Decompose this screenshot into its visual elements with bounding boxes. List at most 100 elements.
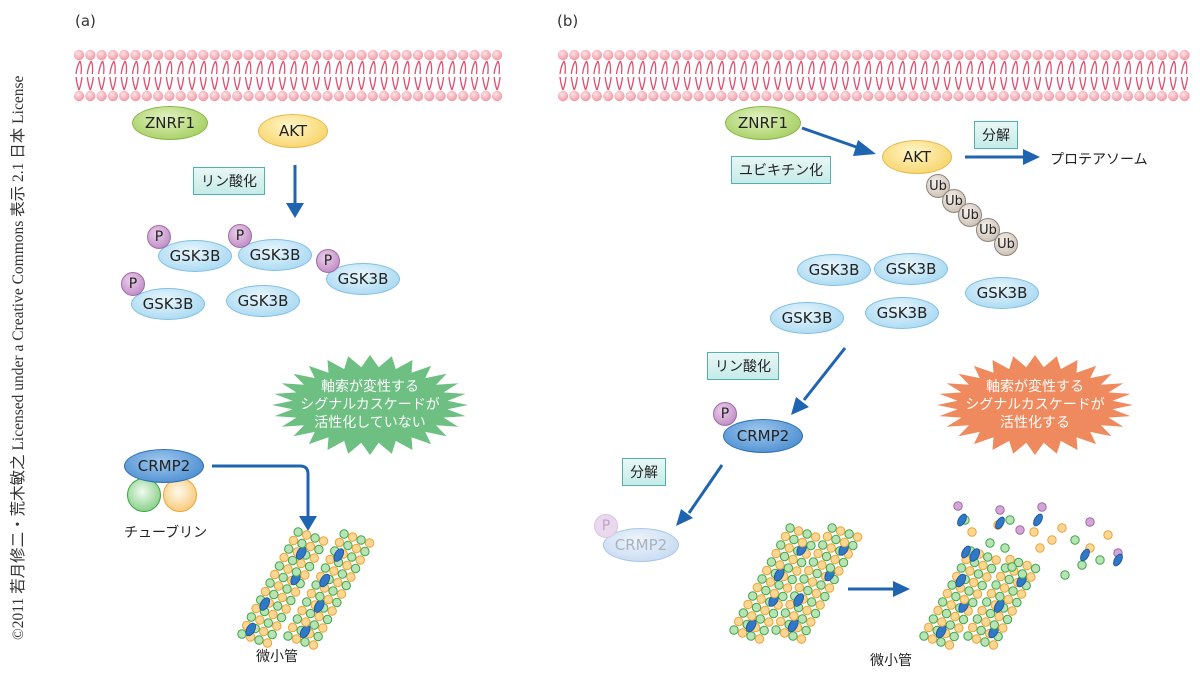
tubulin-beta-bead — [972, 589, 983, 599]
tubulin-beta-bead — [984, 628, 995, 639]
tubulin-beta-bead — [830, 554, 840, 565]
tubulin-alpha-bead — [304, 561, 315, 572]
tubulin-beta-bead — [316, 571, 326, 582]
tubulin-beta-bead — [807, 577, 818, 587]
tubulin-alpha-bead — [818, 540, 828, 550]
tubulin-alpha-bead — [983, 552, 993, 562]
arrow-crmp2-to-degraded-b — [676, 464, 724, 526]
tubulin-beta-bead — [287, 575, 297, 586]
tubulin-beta-bead — [810, 532, 821, 542]
proteasome-label: プロテアソーム — [1050, 152, 1148, 168]
tubulin-alpha-bead — [928, 614, 939, 624]
tubulin-beta-bead — [996, 571, 1006, 582]
tubulin-beta-bead — [764, 617, 774, 627]
phosphate-group-faded: P — [594, 514, 618, 538]
tubulin-beta-bead — [974, 549, 984, 559]
crmp2-bound — [299, 624, 311, 639]
tubulin-alpha-bead — [292, 614, 303, 624]
znrf1-label: ZNRF1 — [144, 114, 196, 132]
tubulin-beta-bead — [301, 530, 312, 540]
tubulin-beta-bead — [319, 583, 330, 593]
crmp2-bound — [259, 597, 271, 611]
crmp2-bound — [793, 593, 805, 607]
arrow-microtubule-to-degraded-b — [848, 581, 910, 597]
tubulin-alpha-bead — [297, 538, 307, 549]
tubulin-alpha-bead — [765, 597, 775, 607]
tubulin-beta-bead — [325, 554, 335, 565]
tubulin-alpha-bead — [999, 603, 1009, 613]
arrow-akt-to-gsk3b-a — [286, 165, 304, 218]
tubulin-alpha-bead — [790, 591, 800, 601]
crmp2-label: CRMP2 — [137, 457, 191, 475]
tubulin-alpha-bead — [938, 597, 948, 607]
tubulin-beta-bead — [780, 531, 791, 542]
tubulin-alpha-bead — [291, 567, 302, 577]
tubulin-alpha-bead — [968, 597, 978, 608]
tubulin-debris — [1085, 543, 1095, 553]
gsk3b-protein: GSK3B — [965, 277, 1039, 309]
tubulin-beta-bead — [963, 606, 973, 616]
crmp2-protein-b: CRMP2 — [723, 419, 803, 453]
tubulin-alpha-bead — [771, 625, 781, 635]
tubulin-alpha-bead — [254, 635, 264, 645]
tubulin-beta-bead — [978, 560, 988, 571]
tubulin-beta-bead — [834, 566, 844, 576]
tubulin-beta-bead — [304, 628, 315, 639]
tubulin-alpha-bead — [797, 614, 808, 624]
signal-burst-inactive: 軸索が変性する シグナルカスケードが 活性化していない — [272, 355, 468, 455]
gsk3b-label: GSK3B — [249, 246, 301, 264]
tubulin-beta-bead — [788, 554, 798, 565]
tubulin-beta-bead — [775, 560, 785, 570]
tubulin-beta-bead — [334, 537, 345, 548]
tubulin-alpha-bead — [779, 551, 790, 562]
copyright-notice: ©2011 若月修二・荒木敏之 Licensed under a Creativ… — [10, 75, 27, 640]
tubulin-alpha-bead — [993, 631, 1003, 642]
tubulin-alpha-bead — [1030, 563, 1041, 574]
gsk3b-label: GSK3B — [142, 295, 194, 313]
tubulin-alpha-bead — [816, 580, 826, 590]
arrow-akt-to-proteasome-b — [965, 149, 1040, 165]
tubulin-beta-bead — [283, 564, 293, 574]
tubulin-alpha-bead — [802, 529, 812, 539]
tubulin-alpha-bead — [825, 563, 836, 573]
crmp2-debris — [995, 516, 1005, 530]
tubulin-beta-bead — [801, 549, 811, 559]
crmp2-debris — [957, 513, 967, 527]
tubulin-debris — [1015, 525, 1025, 535]
crmp2-bound — [773, 567, 785, 582]
tubulin-beta-bead — [792, 622, 803, 633]
tubulin-debris — [995, 505, 1005, 515]
tubulin-alpha-bead — [803, 585, 813, 596]
tubulin-beta-bead — [329, 566, 339, 576]
tubulin-beta-bead — [756, 594, 766, 604]
tubulin-beta-bead — [255, 615, 265, 625]
tubulin-alpha-bead — [1000, 563, 1011, 573]
arrow-crmp2-to-microtubule-a — [212, 464, 317, 531]
tubulin-beta-bead — [281, 604, 291, 614]
gsk3b-protein: GSK3B — [770, 302, 844, 334]
akt-protein-a: AKT — [258, 114, 328, 148]
tubulin-alpha-bead — [1013, 557, 1024, 568]
tubulin-alpha-bead — [980, 637, 990, 647]
tubulin-alpha-bead — [787, 574, 797, 585]
tubulin-alpha-bead — [956, 563, 967, 573]
tubulin-beta-bead — [785, 599, 795, 610]
tubulin-beta-bead — [1013, 577, 1023, 588]
tubulin-debris — [967, 527, 977, 537]
tubulin-alpha-bead — [360, 546, 370, 557]
tubulin-beta-bead — [950, 611, 960, 622]
microtubule-label-a: 微小管 — [256, 649, 298, 665]
phosphate-group: P — [228, 224, 252, 248]
tubulin-alpha-bead — [742, 619, 752, 630]
tubulin-alpha-bead — [278, 572, 288, 583]
tubulin-beta-bead — [1009, 566, 1019, 576]
tubulin-beta-bead — [245, 632, 256, 642]
tubulin-beta-bead — [821, 571, 831, 582]
tubulin-debris — [1095, 555, 1105, 565]
signal-burst-text: 軸索が変性する シグナルカスケードが 活性化する — [965, 379, 1105, 431]
tubulin-beta-bead — [955, 583, 966, 593]
crmp2-bound — [295, 546, 307, 560]
tubulin-beta-bead — [779, 628, 790, 638]
tubulin-beta-bead — [793, 526, 804, 536]
crmp2-bound — [787, 618, 799, 633]
